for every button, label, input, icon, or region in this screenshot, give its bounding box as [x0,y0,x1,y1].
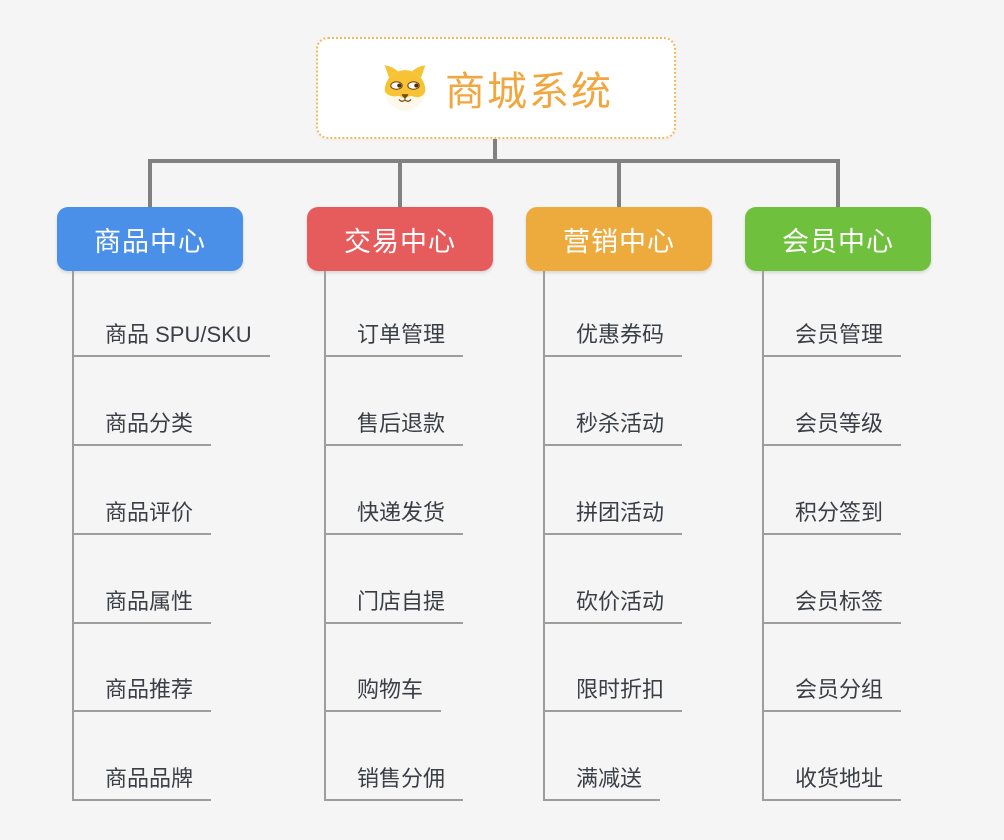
leaf-item[interactable]: 售后退款 [324,410,464,446]
branch-node-member-center[interactable]: 会员中心 [745,207,931,271]
leaf-item[interactable]: 限时折扣 [543,676,683,712]
branch-node-trade-center[interactable]: 交易中心 [307,207,493,271]
branch-node-product-center[interactable]: 商品中心 [57,207,243,271]
trunk-line-2 [324,271,326,801]
leaf-item[interactable]: 优惠券码 [543,321,683,357]
leaf-item[interactable]: 订单管理 [324,321,464,357]
connector-drop-3 [617,159,621,207]
branch-label: 商品中心 [94,226,206,257]
leaf-item[interactable]: 商品评价 [72,499,212,535]
leaf-item[interactable]: 收货地址 [762,765,902,801]
leaf-item[interactable]: 会员管理 [762,321,902,357]
root-node[interactable]: 商城系统 [316,37,676,139]
branch-label: 交易中心 [344,226,456,257]
branch-label: 会员中心 [782,226,894,257]
leaf-item[interactable]: 快递发货 [324,499,464,535]
leaf-item[interactable]: 商品 SPU/SKU [72,321,270,357]
leaf-item[interactable]: 商品品牌 [72,765,212,801]
trunk-line-1 [72,271,74,801]
root-title: 商城系统 [445,70,613,114]
leaf-item[interactable]: 门店自提 [324,588,464,624]
connector-drop-1 [148,159,152,207]
trunk-line-3 [543,271,545,801]
leaf-item[interactable]: 会员等级 [762,410,902,446]
dog-face-icon [384,65,426,111]
connector-drop-4 [836,159,840,207]
branch-node-marketing-center[interactable]: 营销中心 [526,207,712,271]
branch-label: 营销中心 [563,226,675,257]
leaf-item[interactable]: 商品分类 [72,410,212,446]
leaf-item[interactable]: 砍价活动 [543,588,683,624]
connector-bus [148,159,840,163]
connector-root-stem [493,139,497,163]
leaf-item[interactable]: 销售分佣 [324,765,464,801]
leaf-item[interactable]: 秒杀活动 [543,410,683,446]
leaf-item[interactable]: 会员分组 [762,676,902,712]
leaf-item[interactable]: 积分签到 [762,499,902,535]
leaf-item[interactable]: 商品推荐 [72,676,212,712]
leaf-item[interactable]: 购物车 [324,676,442,712]
leaf-item[interactable]: 满减送 [543,765,661,801]
connector-drop-2 [398,159,402,207]
leaf-item[interactable]: 商品属性 [72,588,212,624]
leaf-item[interactable]: 会员标签 [762,588,902,624]
trunk-line-4 [762,271,764,801]
leaf-item[interactable]: 拼团活动 [543,499,683,535]
